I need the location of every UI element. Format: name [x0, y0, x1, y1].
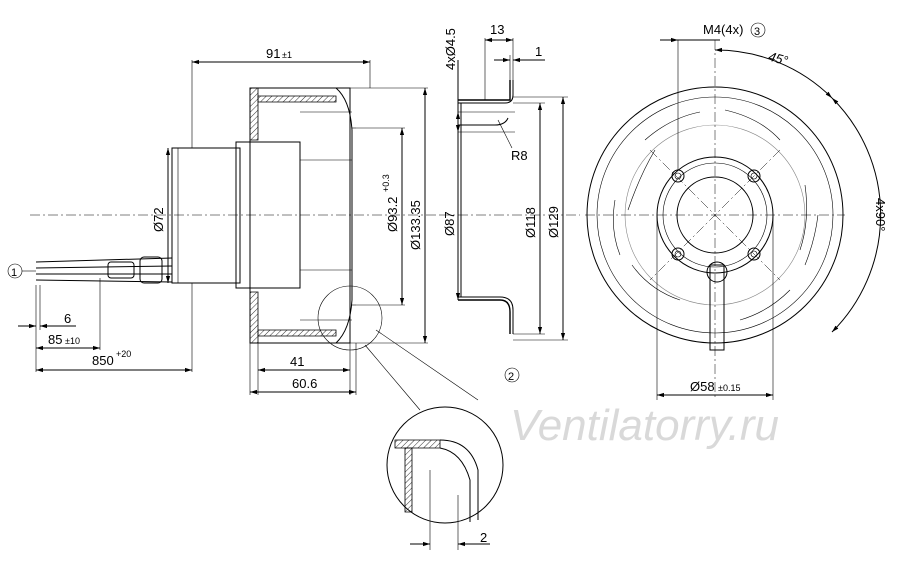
screw-holes — [671, 169, 761, 261]
front-view: M4(4x) 3 45° 4x90° Ø58 ±0.15 — [585, 22, 888, 400]
detail-view: 2 — [386, 406, 504, 550]
dim-41: 41 — [290, 354, 304, 369]
callout-2: 2 — [504, 367, 520, 383]
dim-4x90: 4x90° — [873, 198, 888, 231]
dim-dia93-2-tol: +0.3 — [381, 174, 391, 192]
dim-m4: M4(4x) — [703, 22, 743, 37]
dim-dia129: Ø129 — [546, 206, 561, 238]
dim-91: 91 — [266, 46, 280, 61]
dim-dia118: Ø118 — [523, 207, 538, 238]
dim-13: 13 — [490, 22, 504, 37]
dim-holes: 4xØ4.5 — [443, 28, 458, 70]
dim-dia93-2: Ø93.2 — [385, 197, 400, 232]
dim-dia72: Ø72 — [151, 207, 166, 232]
callout-3: 3 — [754, 26, 760, 38]
dim-91-tol: ±1 — [282, 50, 292, 60]
side-view-dimensions: 91 ±1 Ø72 Ø93.2 +0.3 Ø133.35 41 60.6 6 — [18, 46, 428, 395]
impeller — [249, 87, 351, 344]
dim-1: 1 — [535, 44, 542, 59]
dim-60-6: 60.6 — [292, 376, 317, 391]
dim-850: 850 — [92, 353, 114, 368]
callout-1: 1 — [7, 263, 36, 279]
dim-dia58: Ø58 — [690, 379, 715, 394]
dim-85-tol: ±10 — [65, 336, 80, 346]
svg-text:2: 2 — [508, 371, 514, 383]
dim-dia58-tol: ±0.15 — [718, 383, 740, 393]
watermark: Ventilatorry.ru — [510, 401, 779, 450]
dim-dia133-35: Ø133.35 — [408, 200, 423, 250]
dim-850-tol: +20 — [116, 349, 131, 359]
dim-45: 45° — [767, 49, 790, 69]
side-view — [30, 87, 479, 411]
dim-r8: R8 — [511, 148, 528, 163]
cable — [35, 256, 173, 284]
dim-2: 2 — [480, 530, 487, 545]
dim-dia87: Ø87 — [442, 211, 457, 236]
motor-body — [171, 147, 241, 284]
dim-85: 85 — [48, 332, 62, 347]
svg-text:1: 1 — [11, 267, 17, 279]
dim-6: 6 — [64, 311, 71, 326]
flange-section: 4xØ4.5 13 1 R8 Ø87 Ø118 Ø129 — [440, 22, 580, 341]
